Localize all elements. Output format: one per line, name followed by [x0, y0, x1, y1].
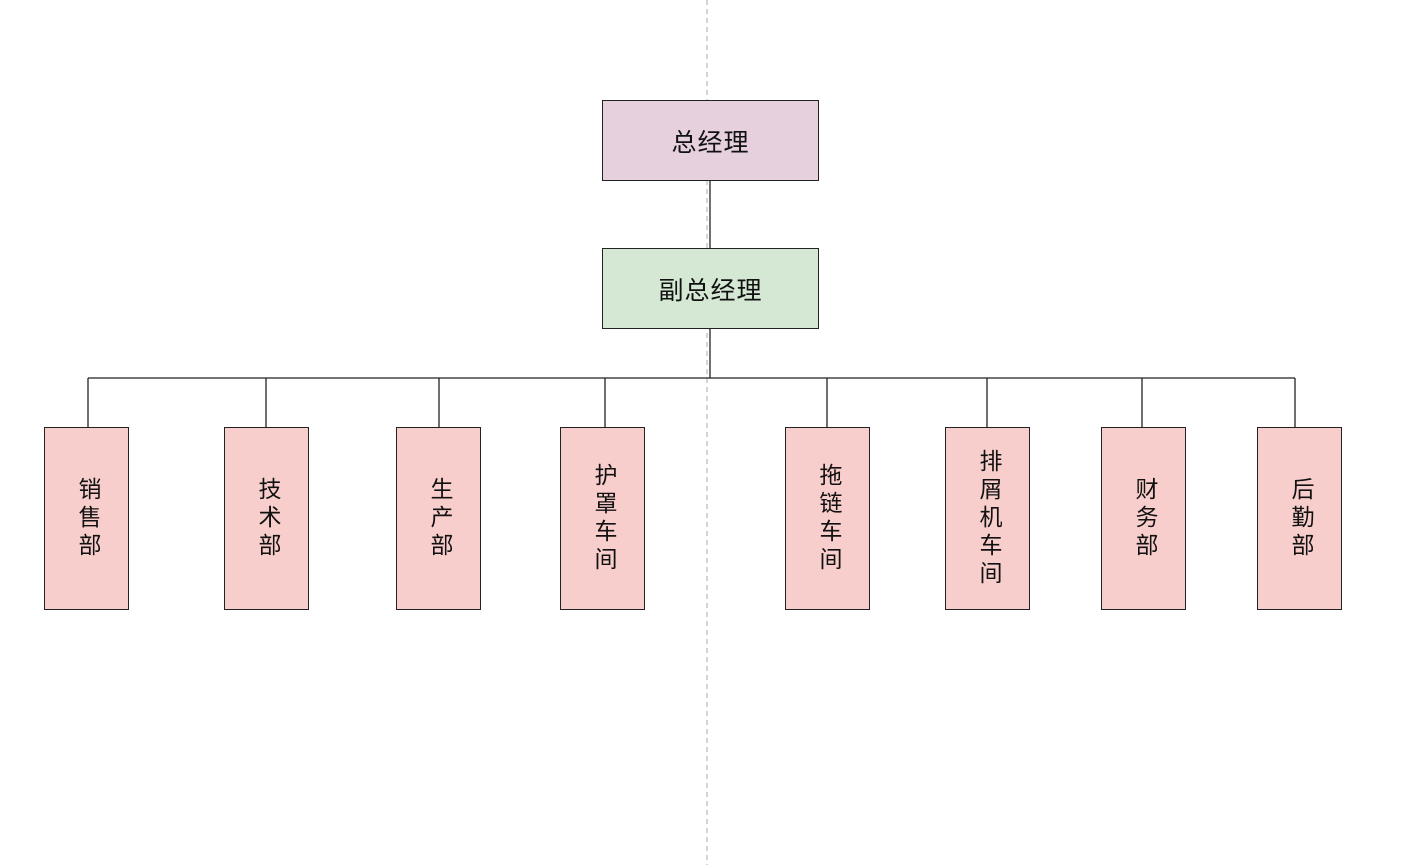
dept-node-2[interactable]: 技术部 — [224, 427, 309, 610]
dept-label-3: 生产部 — [426, 476, 452, 561]
dept-node-5[interactable]: 拖链车间 — [785, 427, 870, 610]
dept-label-7: 财务部 — [1131, 476, 1157, 561]
deputy-node[interactable]: 副总经理 — [602, 248, 819, 329]
dept-label-6: 排屑机车间 — [975, 448, 1001, 589]
dept-label-8: 后勤部 — [1287, 476, 1313, 561]
deputy-label: 副总经理 — [658, 275, 763, 305]
dept-node-8[interactable]: 后勤部 — [1257, 427, 1342, 610]
dept-label-1: 销售部 — [74, 476, 100, 561]
ceo-node[interactable]: 总经理 — [602, 100, 819, 181]
dept-label-2: 技术部 — [254, 476, 280, 561]
dept-node-7[interactable]: 财务部 — [1101, 427, 1186, 610]
dept-node-6[interactable]: 排屑机车间 — [945, 427, 1030, 610]
dept-node-1[interactable]: 销售部 — [44, 427, 129, 610]
dept-label-4: 护罩车间 — [590, 462, 616, 575]
dept-node-4[interactable]: 护罩车间 — [560, 427, 645, 610]
dept-label-5: 拖链车间 — [815, 462, 841, 575]
dept-node-3[interactable]: 生产部 — [396, 427, 481, 610]
ceo-label: 总经理 — [671, 127, 750, 157]
